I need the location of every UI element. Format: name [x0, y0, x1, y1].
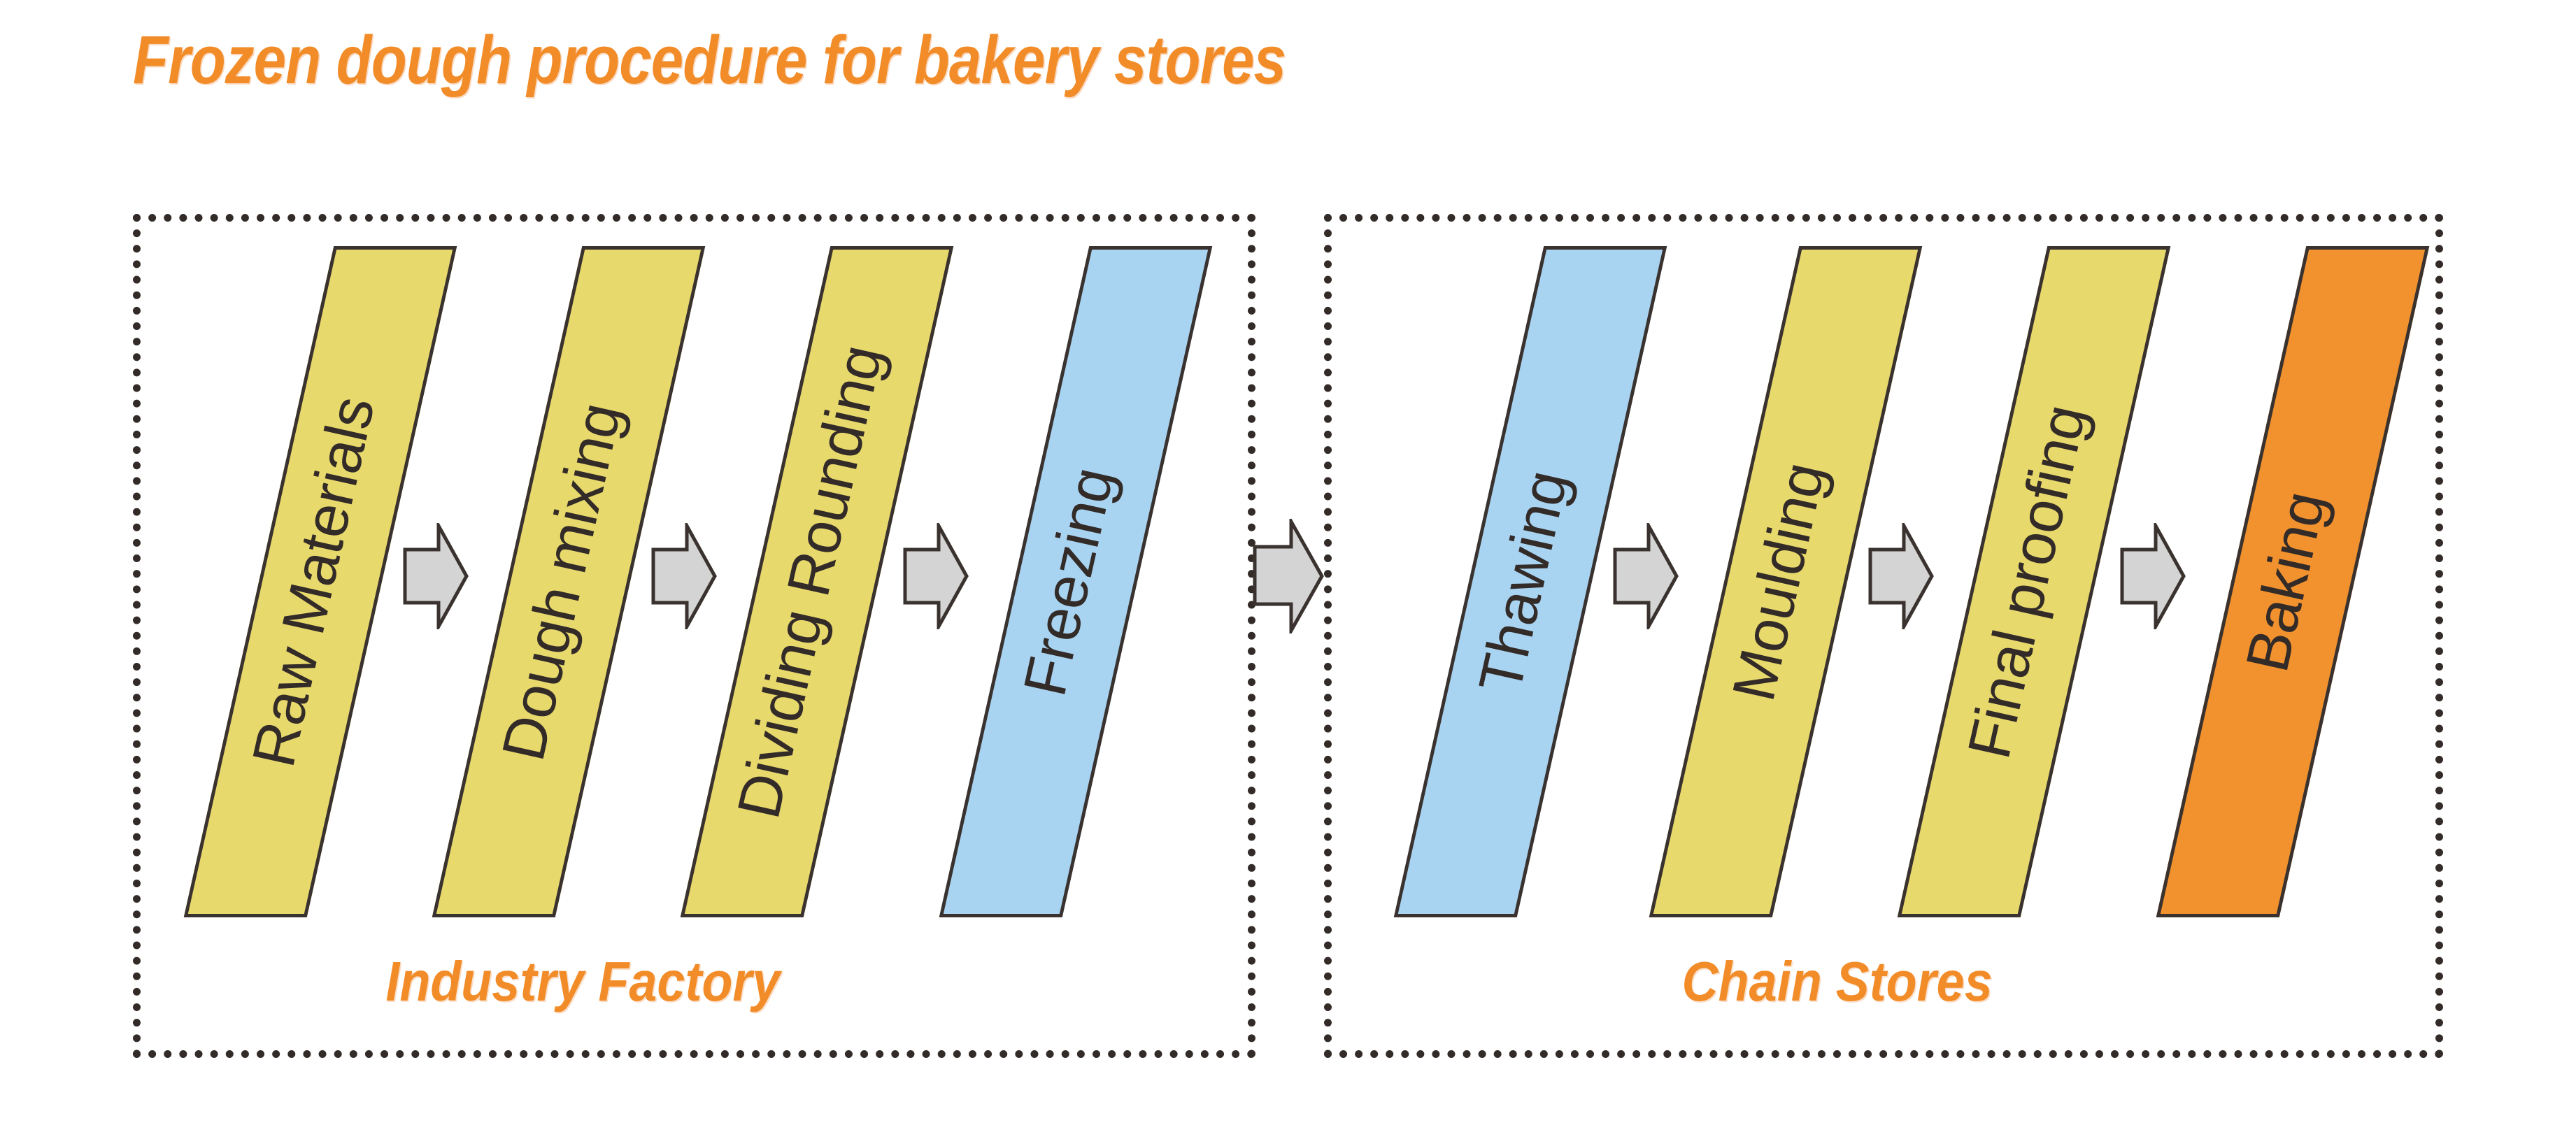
panel-label-chain-stores: Chain Stores: [1681, 950, 1993, 1012]
right-block-arrow-icon: [902, 523, 969, 629]
panel-connector-arrow-icon: [1252, 519, 1325, 633]
page-title: Frozen dough procedure for bakery stores: [133, 22, 1286, 98]
step-label: Baking: [2233, 485, 2339, 678]
right-block-arrow-icon: [402, 523, 469, 629]
right-block-arrow-icon: [2119, 523, 2186, 629]
panel-label-industry-factory: Industry Factory: [385, 950, 781, 1012]
right-block-arrow-icon: [650, 523, 718, 629]
panel-industry-factory: [133, 214, 1255, 1058]
right-block-arrow-icon: [1612, 523, 1679, 629]
panel-chain-stores: [1324, 214, 2443, 1058]
right-block-arrow-icon: [1867, 523, 1935, 629]
